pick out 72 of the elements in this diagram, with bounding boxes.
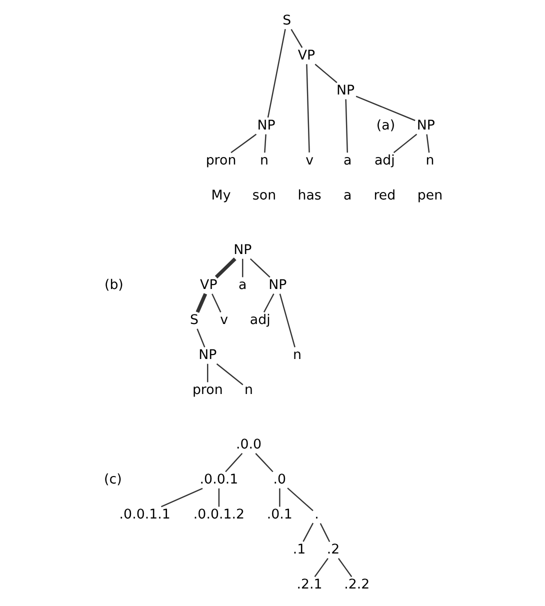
connector [195,293,207,313]
connector [290,28,302,48]
label: pen [416,188,442,204]
node-text: a [238,278,246,293]
connector [278,488,280,507]
node-text: S [282,13,291,28]
connector [355,96,415,122]
node-text: .0.1 [266,508,292,523]
label: (a) [376,118,395,134]
connector [249,258,270,278]
connector [319,523,330,542]
node-text: NP [233,243,252,258]
connector [214,258,236,278]
node-text: .0.0.1.2 [192,508,244,523]
node-text: VP [200,278,217,293]
connector [218,488,220,507]
connector [426,134,430,153]
node-text: NP [416,118,434,134]
connector [314,64,337,84]
node-text: n [260,153,268,168]
node-text: NP [268,278,286,293]
node-text: .1 [292,542,306,558]
label: has [297,188,321,204]
connector [254,452,273,472]
connector [266,29,286,118]
node-text: .0.0 [236,438,262,453]
node-text: pron [192,383,222,398]
node-text: n [244,383,253,398]
connector [344,99,348,153]
connector [242,258,243,278]
node-text: NP [336,83,354,98]
node-text: .2.2 [344,578,370,593]
connector [337,558,352,578]
node-text: .2.1 [296,578,322,593]
connector [302,522,314,542]
connector [211,294,221,312]
node-text: .2 [326,542,340,558]
node-text: adj [374,153,394,168]
connector [224,452,242,472]
label: My [210,188,230,204]
connector [286,488,313,512]
connector [216,363,243,386]
label: red [373,188,396,204]
node-text: v [305,153,314,168]
node-text: n [292,348,301,363]
label: (c) [104,472,122,488]
connector [306,64,310,152]
node-text: . [314,508,318,523]
node-text: NP [256,118,275,134]
connector [230,134,256,154]
connector [262,294,274,312]
connector [206,364,208,382]
node-text: .0.0.1.1 [118,508,170,523]
connector [264,134,266,153]
node-text: .0 [272,472,286,488]
node-text: a [343,153,352,168]
node-text: .0.0.1 [199,472,238,488]
node-text: v [220,313,228,328]
label: a [343,188,352,204]
node-text: S [190,313,198,328]
connector [160,488,202,508]
node-text: adj [249,313,270,328]
node-text: n [425,153,434,168]
node-text: NP [198,348,216,363]
node-text: pron [205,153,236,168]
connector [196,328,205,348]
connector [278,294,295,348]
label: son [252,188,276,204]
connector [392,134,417,154]
node-text: VP [297,48,315,64]
connector [314,558,328,578]
label: (b) [104,278,123,293]
